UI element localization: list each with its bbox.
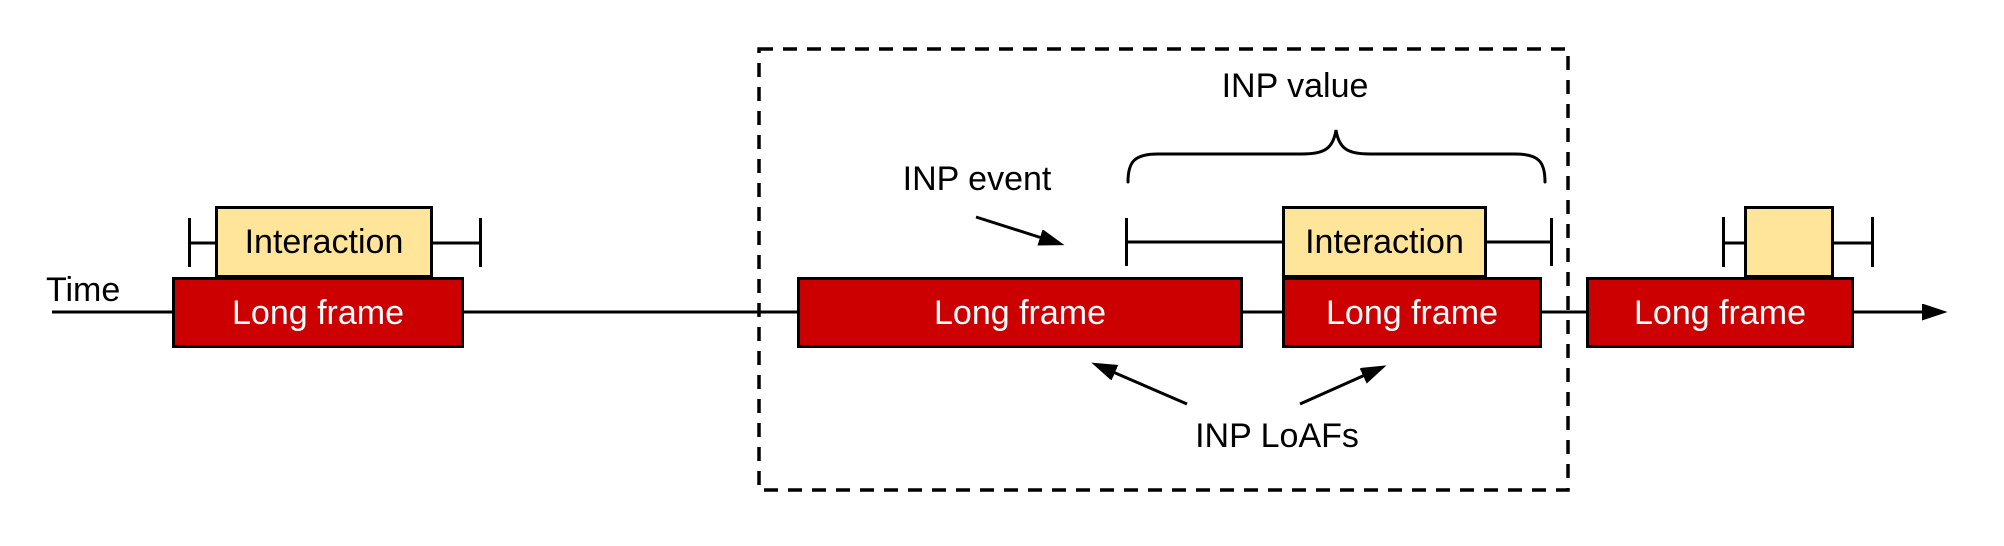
time-axis-label: Time [46,271,121,309]
long-frame-box-2: Long frame [797,277,1243,348]
long-frame-box-2-label: Long frame [934,293,1106,332]
long-frame-box-4-label: Long frame [1634,293,1806,332]
long-frame-box-3-label: Long frame [1326,293,1498,332]
long-frame-box-1-label: Long frame [232,293,404,332]
inp-event-arrow [975,215,1042,238]
interaction-duration-ibeam-right [1722,217,1874,267]
inp-event-label: INP event [902,160,1052,198]
interaction-box-1-label: Interaction [244,223,404,261]
inp-duration-ibeam [1125,218,1553,266]
interaction-box-3 [1744,206,1834,278]
long-frame-box-3: Long frame [1282,277,1542,348]
interaction-box-2-label: Interaction [1305,223,1464,261]
interaction-duration-ibeam-left [188,218,482,267]
inp-loafs-arrows [1113,372,1365,406]
inp-value-label: INP value [1221,67,1369,105]
long-frame-box-4: Long frame [1586,277,1854,348]
interaction-box-1: Interaction [215,206,433,278]
inp-value-brace [1126,129,1547,184]
interaction-box-2: Interaction [1282,206,1487,278]
long-frame-box-1: Long frame [172,277,464,348]
inp-loafs-label: INP LoAFs [1195,417,1359,455]
